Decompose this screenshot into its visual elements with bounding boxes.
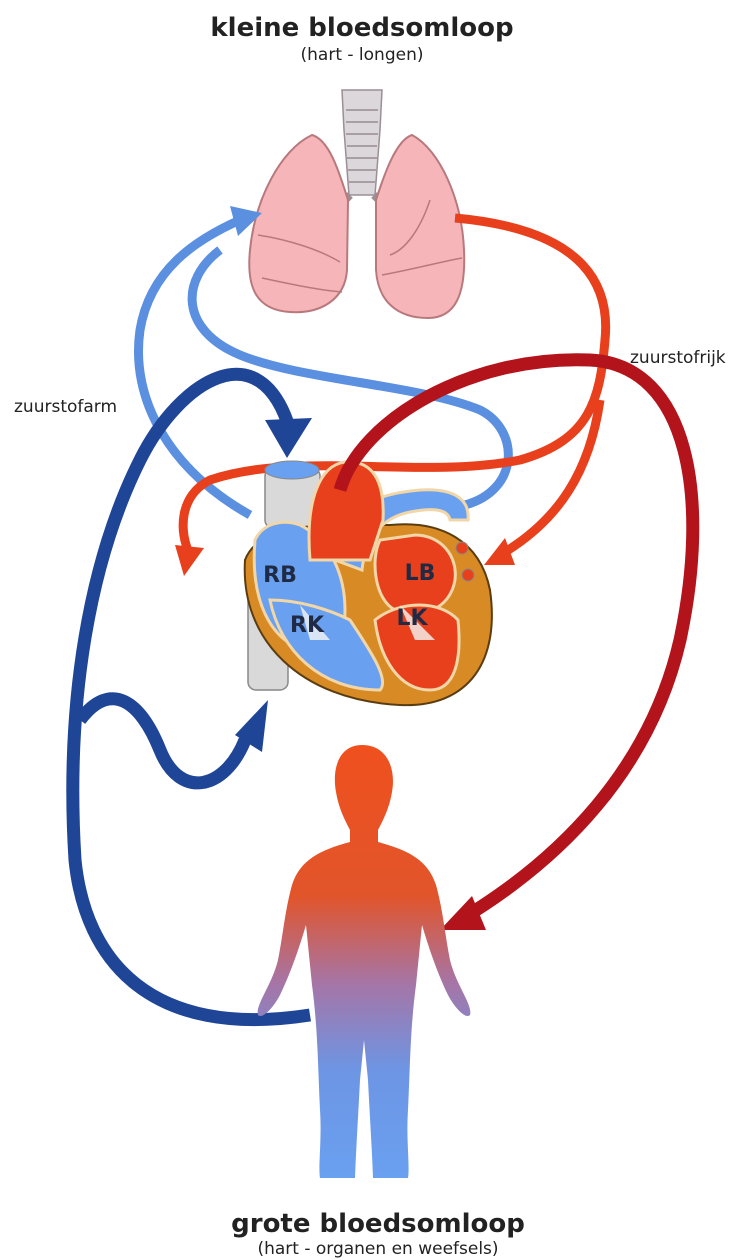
lungs-icon <box>249 90 464 318</box>
bottom-title: grote bloedsomloop <box>231 1209 525 1239</box>
heart-icon: RB RK LB LK <box>245 461 492 705</box>
label-oxygen-rich: zuurstofrijk <box>630 348 726 368</box>
human-body-icon <box>258 745 471 1178</box>
top-subtitle: (hart - longen) <box>301 45 424 65</box>
chamber-lk: LK <box>396 606 428 631</box>
label-oxygen-poor: zuurstofarm <box>14 397 117 417</box>
chamber-rk: RK <box>290 613 325 638</box>
chamber-lb: LB <box>405 561 436 586</box>
bottom-subtitle: (hart - organen en weefsels) <box>257 1239 498 1259</box>
chamber-rb: RB <box>263 563 297 588</box>
top-title: kleine bloedsomloop <box>210 13 513 43</box>
